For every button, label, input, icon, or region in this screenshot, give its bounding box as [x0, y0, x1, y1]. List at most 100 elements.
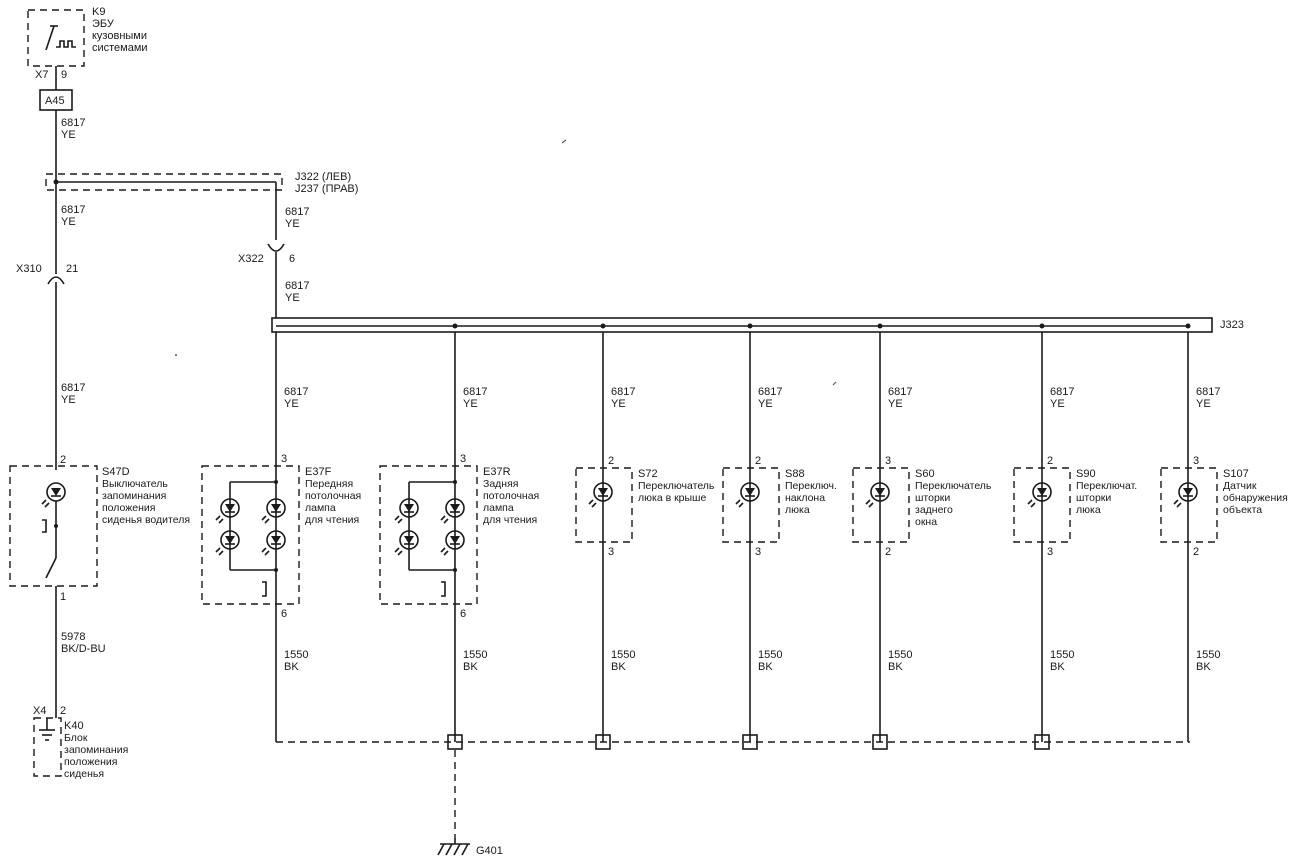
branch-e37f-l2-led-ray-icon — [215, 547, 221, 553]
ecu-k9: K9 ЭБУ кузовными системами X7 9 — [27, 6, 148, 81]
branch-e37f-pin-top: 3 — [281, 453, 287, 465]
branch-s72-ground-circuit: 1550 — [611, 649, 635, 661]
feed-wire-color-1: YE — [61, 129, 76, 141]
branch-s88-ground-color: BK — [758, 661, 773, 673]
branch-e37f-l3-led-arrow-icon — [271, 504, 281, 512]
splice-left-label: J322 (ЛЕВ) — [295, 171, 351, 183]
branch-e37f-node-low — [274, 568, 278, 572]
branch-e37f-l4-led-ray-icon — [264, 550, 270, 556]
branch-e37f-l4-led-ray-icon — [261, 547, 267, 553]
branch-e37r-box — [379, 465, 478, 605]
branch-e37f-line-2: потолочная — [305, 490, 361, 502]
connector-x322: X322 6 — [238, 243, 295, 265]
branch-s107-led-arrow-icon — [1183, 488, 1193, 496]
switch-s47d-pin-top: 2 — [60, 454, 66, 466]
branch-e37r-line-4: для чтения — [483, 514, 537, 526]
branch-s72-pin-top: 2 — [608, 455, 614, 467]
branch-e37f-l1-led-arrow-icon — [225, 504, 235, 512]
ecu-k9-connector: X7 — [35, 69, 48, 81]
branch-s60-feed-color: YE — [888, 398, 903, 410]
switch-s47d-line-1: Выключатель — [102, 478, 168, 490]
ecu-k9-pin: 9 — [61, 69, 67, 81]
branch-e37f-l1-led-icon — [220, 498, 240, 518]
branch-e37f-feed-circuit: 6817 — [284, 386, 308, 398]
ecu-k9-id: K9 — [92, 6, 105, 18]
feed-wire-circuit-2: 6817 — [61, 204, 85, 216]
branch-s60-ground-color: BK — [888, 661, 903, 673]
branch-s60-line-1: Переключатель — [915, 480, 992, 492]
switch-s47d-box — [9, 465, 98, 587]
branch-e37r-l2-led-ray-icon — [394, 547, 400, 553]
branch-s60-pin-bottom: 2 — [885, 546, 891, 558]
branch-s107-ground-circuit: 1550 — [1196, 649, 1220, 661]
ecu-k9-line-1: ЭБУ — [92, 18, 115, 30]
branch-s90-id: S90 — [1076, 468, 1096, 480]
branch-s107-feed-color: YE — [1196, 398, 1211, 410]
splice-right-label: J237 (ПРАВ) — [295, 183, 358, 195]
branch-s88-led-icon — [740, 482, 760, 502]
branch-e37r-l3-led-arrow-icon — [450, 504, 460, 512]
branch-s90-ground-color: BK — [1050, 661, 1065, 673]
s47d-feed-circuit: 6817 — [61, 382, 85, 394]
branch-e37f-box — [201, 465, 300, 605]
ground-g401-icon — [437, 838, 470, 856]
splice-box — [45, 173, 283, 191]
connector-x310-icon — [47, 276, 65, 285]
branch-e37r-l1-led-arrow-icon — [404, 504, 414, 512]
branch-e37r-l3-led-icon — [445, 498, 465, 518]
splice-j322-j237: J322 (ЛЕВ) J237 (ПРАВ) — [45, 171, 358, 195]
connector-x310-label: X310 — [16, 263, 42, 275]
branch-e37f-feed-color: YE — [284, 398, 299, 410]
branch-e37f-l3-led-ray-icon — [261, 515, 267, 521]
branch-s60-line-3: заднего — [915, 504, 953, 516]
branch-s60-ground-circuit: 1550 — [888, 649, 912, 661]
branch-s107-pin-bottom: 2 — [1193, 546, 1199, 558]
switch-s47d-contact-icon — [42, 519, 47, 533]
branch-s107-line-1: Датчик — [1223, 480, 1257, 492]
branch-s72-feed-color: YE — [611, 398, 626, 410]
branch-s90-pin-bottom: 3 — [1047, 546, 1053, 558]
branch-s72-pin-bottom: 3 — [608, 546, 614, 558]
branch-e37r-l1-led-icon — [399, 498, 419, 518]
branch-e37f-line-3: лампа — [305, 502, 336, 514]
branch-s60-id: S60 — [915, 468, 935, 480]
bus-j323-box — [271, 317, 1213, 333]
branch-s90-line-3: люка — [1076, 504, 1101, 516]
branch-s88-pin-top: 2 — [755, 455, 761, 467]
switch-s47d-line-2: запоминания — [102, 490, 166, 502]
s47d-out-circuit: 5978 — [61, 631, 85, 643]
branch-s72-led-arrow-icon — [598, 488, 608, 496]
ecu-k9-box — [27, 9, 85, 67]
bus-j323: J323 — [271, 317, 1244, 333]
branch-s107-bus-node — [1185, 323, 1191, 329]
branch-e37r-l2-led-arrow-icon — [404, 536, 414, 544]
branch-s107-led-icon — [1178, 482, 1198, 502]
branch-s72-bus-node — [600, 323, 606, 329]
branch-s60-led-arrow-icon — [875, 488, 885, 496]
ecu-k9-line-3: системами — [92, 42, 148, 54]
branch-s88-bus-node — [747, 323, 753, 329]
connector-x322-pin: 6 — [289, 253, 295, 265]
branch-s72-led-icon — [593, 482, 613, 502]
branch-s90-feed-circuit: 6817 — [1050, 386, 1074, 398]
module-k40-line-1: Блок — [64, 732, 88, 744]
branch-s88-led-ray-icon — [738, 502, 744, 508]
branch-s90-led-ray-icon — [1027, 499, 1033, 505]
module-k40-pin: 2 — [60, 705, 66, 717]
branch-s88-box — [722, 467, 780, 543]
branch-s60-box — [852, 467, 910, 543]
branch-s72-feed-circuit: 6817 — [611, 386, 635, 398]
branch-s88-id: S88 — [785, 468, 805, 480]
connector-x310: X310 21 — [16, 263, 78, 290]
switch-s47d-pin-bottom: 1 — [60, 591, 66, 603]
switch-s47d-line-4: сиденья водителя — [102, 514, 190, 526]
feed-wire-color-2: YE — [61, 216, 76, 228]
branch-s107-led-ray-icon — [1173, 499, 1179, 505]
branch-s60-feed-circuit: 6817 — [888, 386, 912, 398]
bus-j323-label: J323 — [1220, 319, 1244, 331]
branch-e37r-line-2: потолочная — [483, 490, 539, 502]
ground-g401-label: G401 — [476, 845, 503, 857]
module-k40-line-3: положения — [64, 756, 117, 768]
switch-s47d-line-3: положения — [102, 502, 155, 514]
branch-s90-led-arrow-icon — [1037, 488, 1047, 496]
